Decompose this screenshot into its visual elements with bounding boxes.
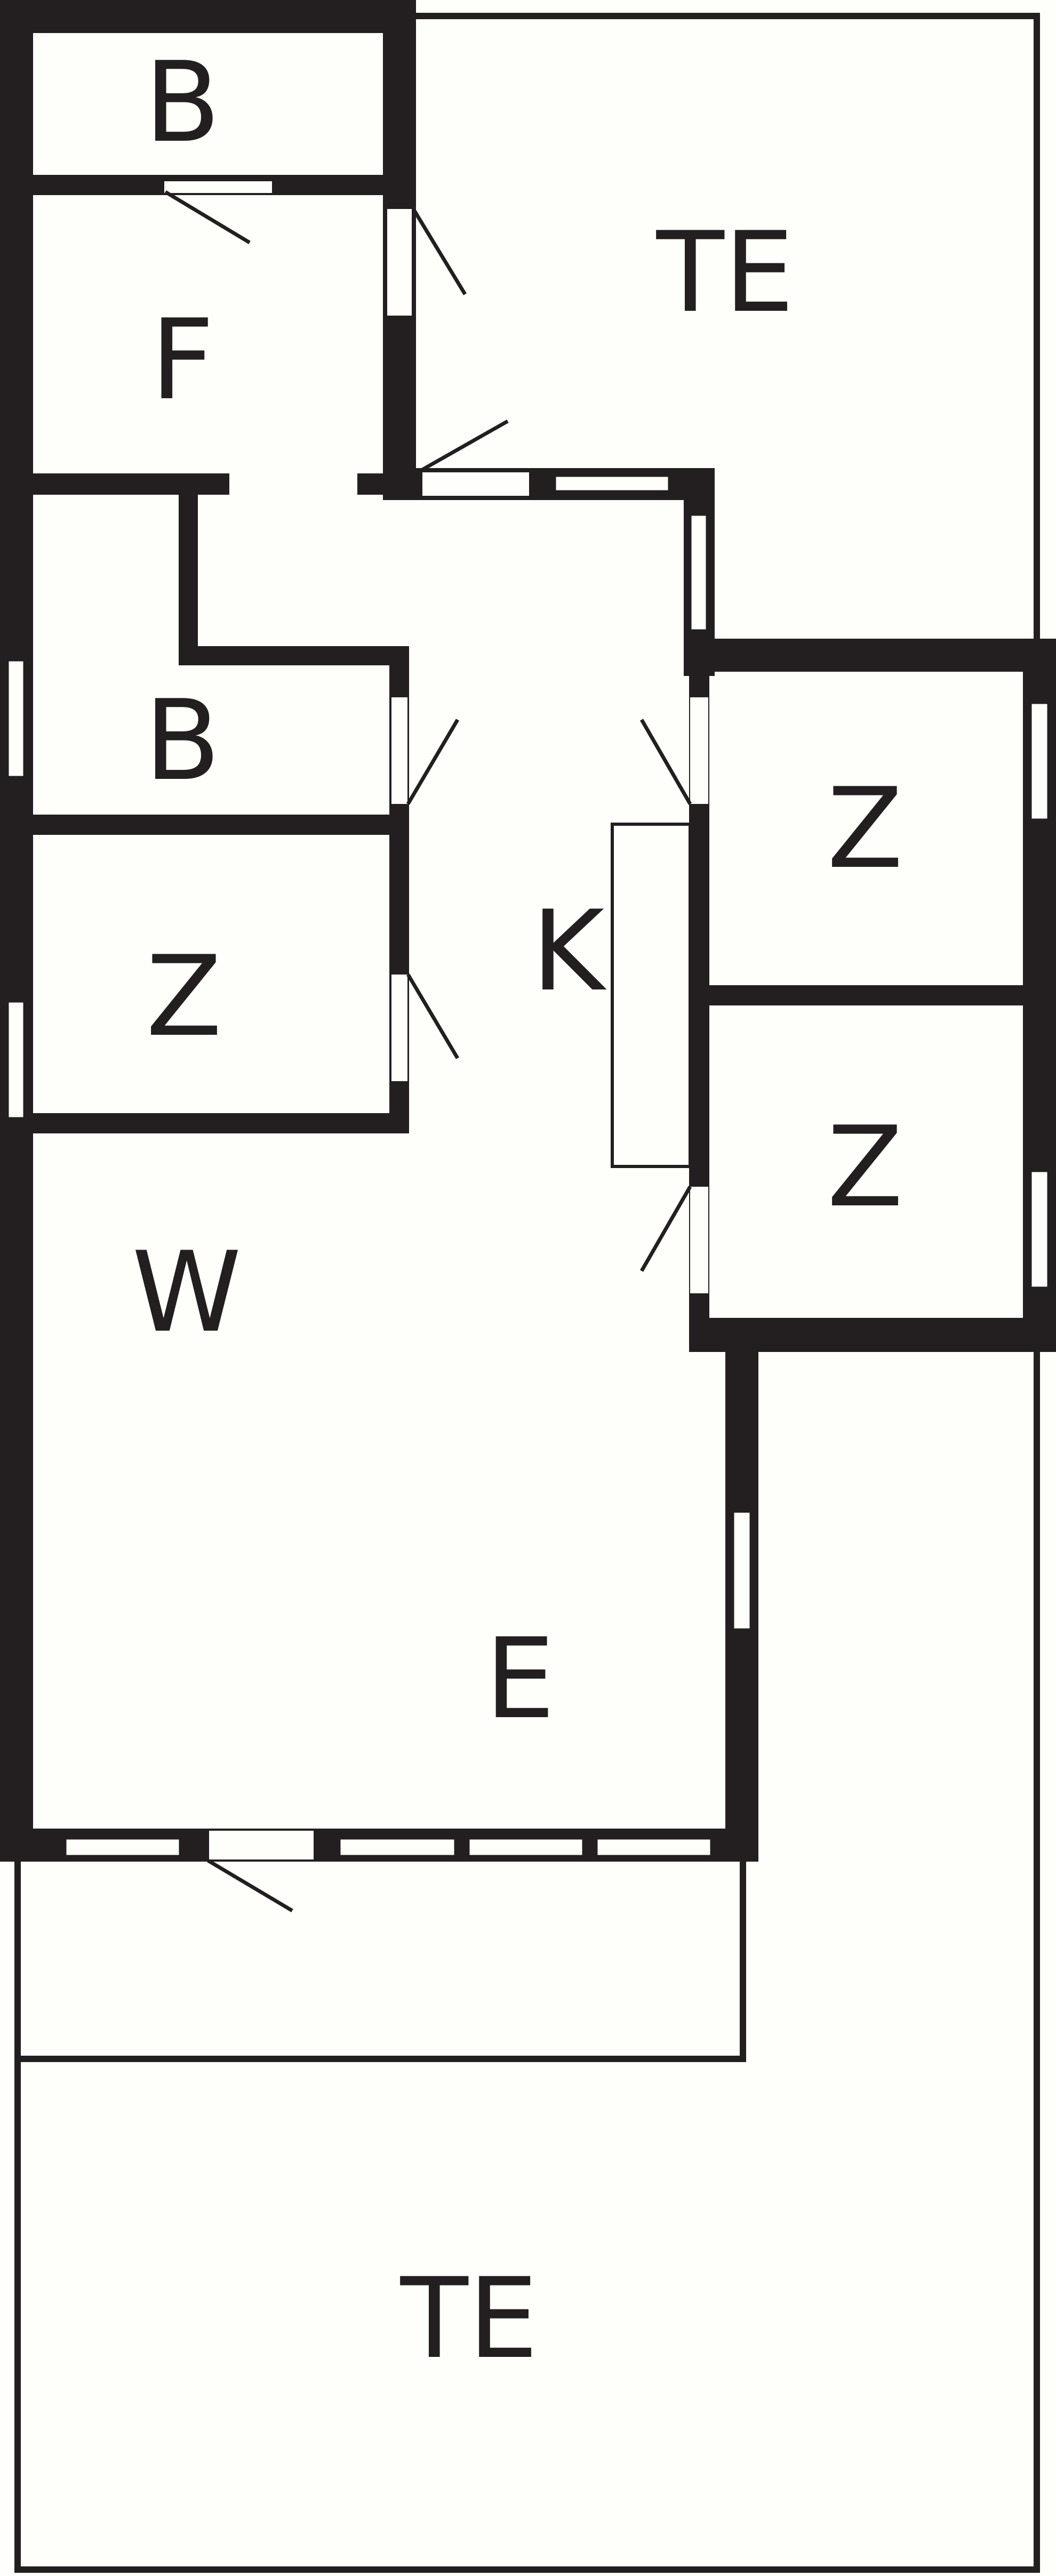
- door-gap-bedroom-right-bottom: [690, 1187, 708, 1293]
- room-label-bedroom-right-top: Z: [827, 764, 903, 893]
- door-leaf-bedroom-right-bottom: [639, 1186, 692, 1272]
- room-label-bath-middle: B: [145, 677, 221, 806]
- wall-left: [0, 0, 33, 1862]
- room-label-kitchen: K: [532, 887, 607, 1016]
- room-label-terrace-top: TE: [656, 208, 794, 337]
- door-gap-bedroom-right-top: [690, 697, 708, 804]
- window-right-bedroom-bottom: [1029, 1169, 1050, 1290]
- door-gap-entrance: [209, 1831, 314, 1859]
- window-bottom-left: [63, 1837, 182, 1858]
- wall-bedrooms-right-top: [684, 639, 1056, 672]
- room-labels: B TE F B Z K Z Z W E TE: [132, 38, 903, 2384]
- window-entrance-right: [731, 1510, 753, 1631]
- wall-bedroom-left-bottom: [0, 1113, 409, 1133]
- terrace-outlines: [14, 13, 1040, 2573]
- door-leaf-bedroom-left: [406, 973, 460, 1059]
- door-gap-bath-top: [164, 181, 272, 193]
- window-corridor-top: [553, 474, 671, 493]
- kitchen-counter: [611, 823, 692, 1168]
- window-bottom-2: [467, 1837, 585, 1858]
- terrace-bottom-outline: [14, 1349, 1040, 2573]
- door-leaf-terrace: [412, 208, 467, 295]
- wall-bedrooms-right-middle: [689, 985, 1056, 1005]
- porch-outline: [14, 1861, 746, 2062]
- room-label-terrace-bottom: TE: [400, 2255, 538, 2384]
- wall-bath-step-h: [179, 646, 409, 665]
- terrace-top-outline: [408, 13, 1040, 642]
- room-label-entrance: E: [485, 1615, 555, 1744]
- window-corridor-right: [689, 513, 709, 632]
- windows: [6, 474, 1050, 1858]
- wall-bath-step-v: [179, 473, 198, 665]
- door-gap-terrace: [387, 209, 412, 316]
- window-bottom-3: [595, 1837, 713, 1858]
- door-openings: [164, 181, 708, 1859]
- room-label-living: W: [132, 1228, 242, 1357]
- room-label-bath-top: B: [145, 38, 221, 167]
- door-gap-bedroom-left: [391, 975, 407, 1081]
- wall-bath-middle-bottom: [0, 815, 409, 835]
- door-leaf-bath-middle: [406, 719, 460, 805]
- door-leaf-entrance: [207, 1858, 293, 1913]
- door-leaf-bath-top: [164, 190, 251, 244]
- room-label-utility: F: [150, 296, 214, 425]
- window-bottom-1: [338, 1837, 457, 1858]
- room-label-bedroom-left: Z: [146, 932, 222, 1061]
- door-gap-bath-middle: [391, 697, 407, 804]
- door-gap-utility: [229, 476, 357, 493]
- window-right-bedroom-top: [1029, 701, 1050, 822]
- wall-top: [0, 0, 416, 33]
- room-label-bedroom-right-bottom: Z: [827, 1103, 903, 1232]
- door-leaves: [164, 190, 692, 1913]
- window-left-bedroom: [6, 1000, 26, 1120]
- door-leaf-bedroom-right-top: [639, 719, 692, 805]
- door-leaf-corridor: [420, 419, 509, 472]
- window-left-bath: [6, 658, 26, 779]
- door-gap-corridor: [422, 472, 529, 496]
